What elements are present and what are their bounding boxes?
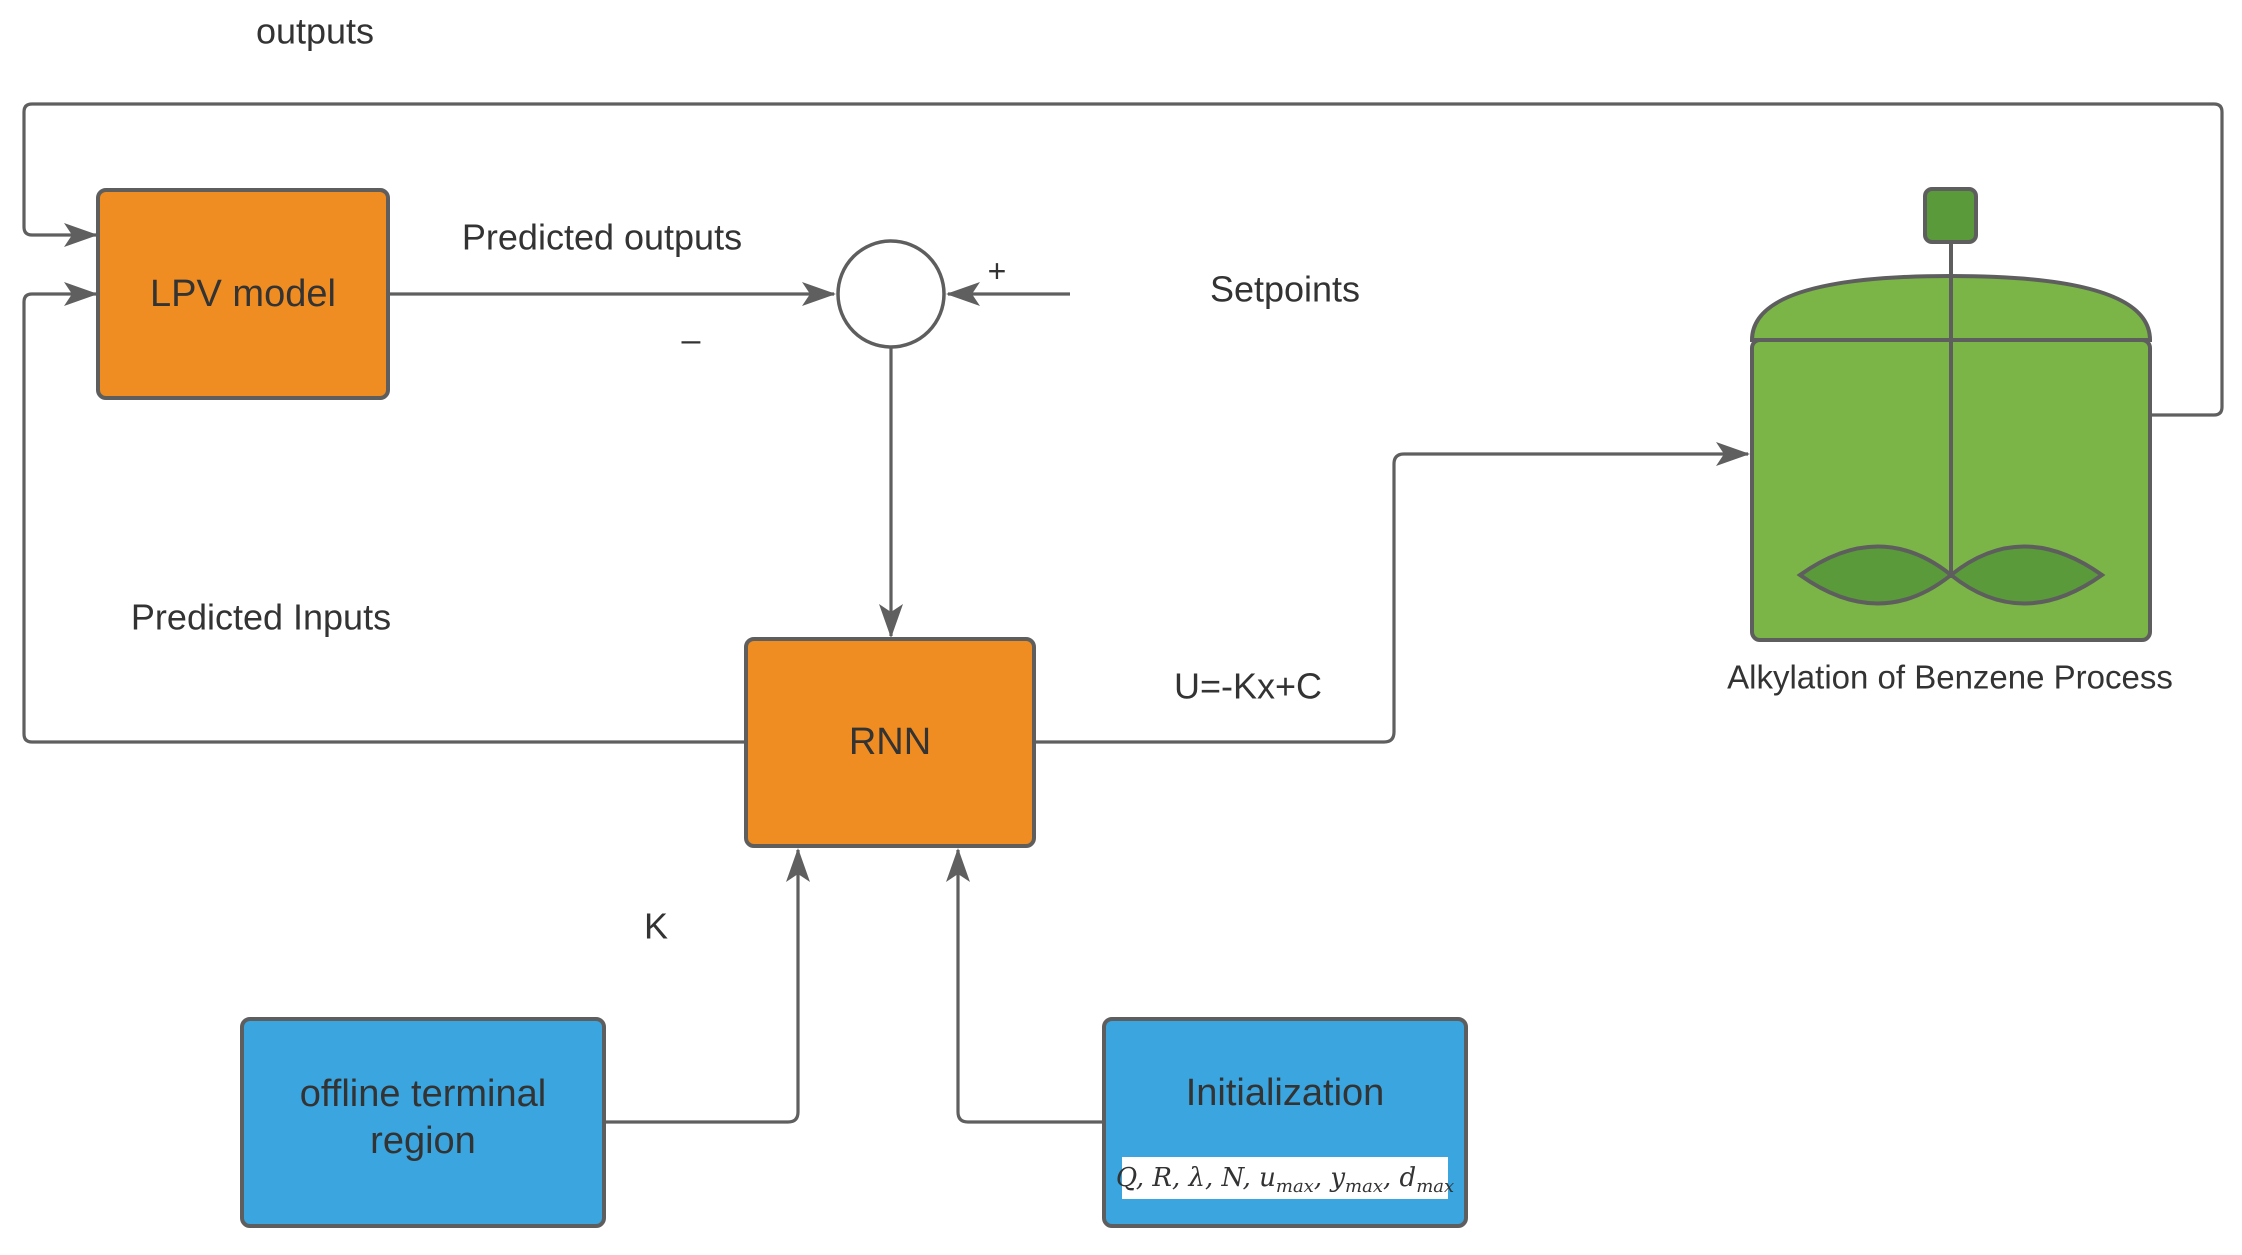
agitator-blade-right bbox=[1947, 544, 2106, 606]
rnn-block: RNN bbox=[744, 637, 1036, 848]
control-law-label: U=-Kx+C bbox=[1174, 666, 1322, 707]
init-params-formula: Q, R, λ, N, umax, ymax, dmax bbox=[1116, 1163, 1454, 1197]
initialization-block: Initialization Q, R, λ, N, umax, ymax, d… bbox=[1102, 1017, 1468, 1228]
agitator-motor bbox=[1923, 187, 1978, 244]
minus-sign: – bbox=[682, 321, 701, 359]
predicted-inputs-label: Predicted Inputs bbox=[131, 597, 391, 638]
process-label: Alkylation of Benzene Process bbox=[1727, 659, 2173, 696]
gain-label: K bbox=[644, 906, 668, 947]
predicted-outputs-label: Predicted outputs bbox=[462, 217, 742, 258]
outputs-feedback-wire bbox=[22, 102, 2224, 417]
predicted-inputs-wire bbox=[22, 282, 746, 744]
outputs-label: outputs bbox=[256, 11, 374, 52]
gain-wire bbox=[604, 848, 810, 1124]
lpv-model-label: LPV model bbox=[150, 273, 336, 315]
plus-sign: + bbox=[988, 253, 1007, 289]
setpoints-label: Setpoints bbox=[1210, 269, 1360, 310]
rnn-label: RNN bbox=[849, 721, 931, 763]
control-law-wire bbox=[1034, 442, 1750, 744]
reactor-tank-icon bbox=[1749, 187, 2153, 642]
initialization-label: Initialization bbox=[1186, 1072, 1385, 1114]
init-wire bbox=[946, 848, 1104, 1124]
offline-terminal-label-line2: region bbox=[370, 1120, 476, 1162]
init-params-background bbox=[1122, 1157, 1448, 1199]
agitator-blade-left bbox=[1796, 544, 1955, 606]
lpv-model-block: LPV model bbox=[96, 188, 390, 400]
offline-terminal-label-line1: offline terminal bbox=[300, 1073, 546, 1115]
offline-terminal-region-block: offline terminal region bbox=[240, 1017, 606, 1228]
summing-junction bbox=[836, 239, 946, 349]
